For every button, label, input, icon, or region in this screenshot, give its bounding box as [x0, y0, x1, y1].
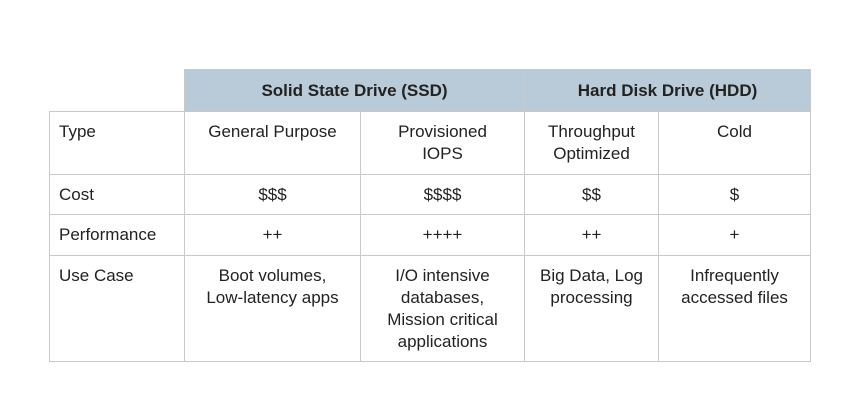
cell-line: Boot volumes,	[218, 266, 327, 285]
cell-line: Infrequently	[690, 266, 779, 285]
cell-cost-provisioned-iops: $$$$	[359, 174, 526, 215]
cell-line: Optimized	[553, 144, 630, 163]
cell-line: I/O intensive	[395, 266, 490, 285]
cell-type-throughput-optimized: Throughput Optimized	[524, 111, 660, 175]
cell-line: IOPS	[422, 144, 463, 163]
cell-line: Low-latency apps	[206, 288, 339, 307]
ssd-group-header: Solid State Drive (SSD)	[183, 69, 526, 112]
row-label-performance: Performance	[49, 214, 185, 256]
cell-performance-general-purpose: ++	[184, 214, 361, 256]
cell-line: databases,	[400, 288, 485, 307]
cell-line: Provisioned	[398, 122, 487, 141]
cell-line: accessed files	[681, 288, 788, 307]
cell-cost-general-purpose: $$$	[184, 174, 361, 215]
row-label-use-case: Use Case	[49, 255, 185, 362]
hdd-group-header: Hard Disk Drive (HDD)	[524, 69, 812, 112]
row-label-type: Type	[49, 111, 185, 175]
table-row-use-case: Use Case Boot volumes, Low-latency apps …	[49, 255, 812, 362]
volume-comparison-table: Solid State Drive (SSD) Hard Disk Drive …	[49, 69, 812, 362]
cell-line: Throughput	[548, 122, 635, 141]
cell-performance-cold: +	[658, 214, 812, 256]
cell-use-case-cold: Infrequently accessed files	[658, 255, 812, 362]
cell-use-case-provisioned-iops: I/O intensive databases, Mission critica…	[359, 255, 526, 362]
cell-line: processing	[550, 288, 633, 307]
corner-cell	[49, 69, 185, 112]
table-row-type: Type General Purpose Provisioned IOPS Th…	[49, 111, 812, 175]
cell-performance-provisioned-iops: ++++	[359, 214, 526, 256]
cell-use-case-throughput-optimized: Big Data, Log processing	[524, 255, 660, 362]
cell-text: General Purpose	[208, 122, 337, 141]
cell-cost-cold: $	[658, 174, 812, 215]
cell-cost-throughput-optimized: $$	[524, 174, 660, 215]
table-row-performance: Performance ++ ++++ ++ +	[49, 214, 812, 256]
cell-text: Cold	[717, 122, 752, 141]
cell-use-case-general-purpose: Boot volumes, Low-latency apps	[184, 255, 361, 362]
cell-line: Mission critical	[387, 310, 498, 329]
row-label-cost: Cost	[49, 174, 185, 215]
cell-performance-throughput-optimized: ++	[524, 214, 660, 256]
cell-line: Big Data, Log	[540, 266, 644, 285]
cell-type-provisioned-iops: Provisioned IOPS	[359, 111, 526, 175]
cell-type-cold: Cold	[658, 111, 812, 175]
cell-type-general-purpose: General Purpose	[184, 111, 361, 175]
table-row-cost: Cost $$$ $$$$ $$ $	[49, 174, 812, 215]
cell-line: applications	[397, 332, 488, 351]
group-header-row: Solid State Drive (SSD) Hard Disk Drive …	[49, 69, 812, 112]
